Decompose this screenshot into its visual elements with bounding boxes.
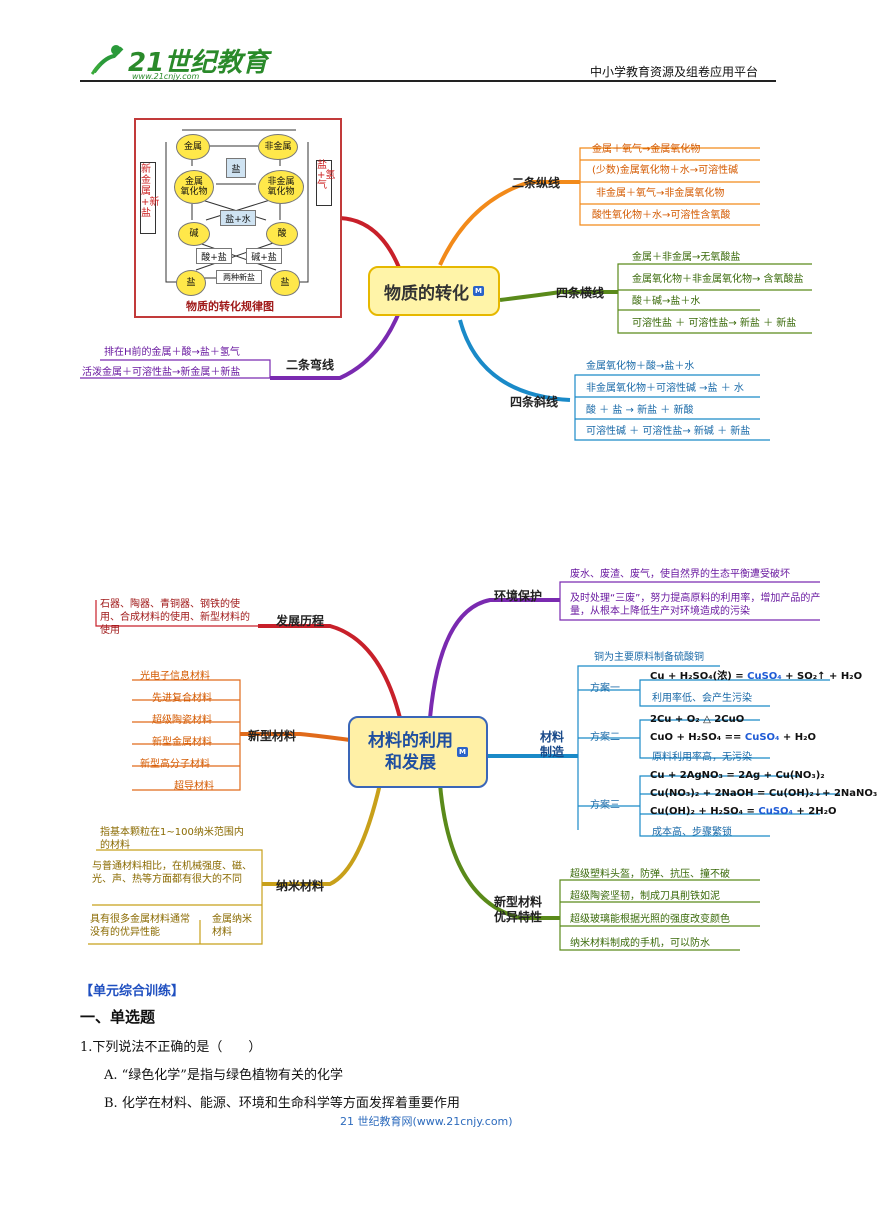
new-material-item: 先进复合材料 [152,693,212,704]
nano-item: 指基本颗粒在1~100纳米范围内的材料 [100,827,244,851]
transform-diagram: 金属 非金属 盐 金属 氧化物 非金属 氧化物 盐+水 碱 酸 酸+盐 碱+盐 … [134,118,342,318]
side-left-box [140,162,156,234]
footer: 21 世纪教育网(www.21cnjy.com) [340,1115,513,1128]
nano-sub-label: 金属纳米材料 [212,914,252,938]
mm2-branches [88,581,840,951]
branch-new-materials: 新型材料 [248,729,297,743]
horizontal-item: 酸＋碱→盐＋水 [632,296,701,307]
diagonal-item: 金属氧化物＋酸→盐＋水 [586,361,695,372]
node-acid-salt: 酸+盐 [196,248,232,264]
section-title: 一、单选题 [80,1008,156,1026]
branch-env: 环境保护 [494,589,543,603]
question-1: 1.下列说法不正确的是（ ） [80,1040,262,1055]
side-right-text: 盐+氢气 [317,160,336,191]
diagonal-item: 可溶性碱 ＋ 可溶性盐→ 新碱 ＋ 新盐 [586,426,751,437]
plan-line: Cu + 2AgNO₃ = 2Ag + Cu(NO₃)₂ [650,770,825,781]
branch-vertical: 二条纵线 [512,176,561,190]
map-tag-icon: M [457,747,468,757]
branch-nano: 纳米材料 [276,879,325,893]
nano-sub-text: 具有很多金属材料通常没有的优异性能 [90,914,190,938]
node-two-salts: 两种新盐 [216,270,262,284]
plan-label: 方案一 [590,683,620,694]
side-left-text: 新金属+新盐 [141,164,160,219]
node-metal-oxide: 金属 氧化物 [174,170,214,204]
vertical-item: (少数)金属氧化物＋水→可溶性碱 [592,165,739,176]
new-material-item: 光电子信息材料 [140,671,210,682]
plan-line: 2Cu + O₂ △ 2CuO [650,714,745,725]
nano-item: 与普通材料相比，在机械强度、磁、光、声、热等方面都有很大的不同 [92,861,252,885]
horizontal-item: 金属＋非金属→无氧酸盐 [632,252,741,263]
new-material-item: 超导材料 [174,781,214,792]
new-material-item: 超级陶瓷材料 [152,715,212,726]
horizontal-item: 可溶性盐 ＋ 可溶性盐→ 新盐 ＋ 新盐 [632,318,797,329]
curve-item: 排在H前的金属＋酸→盐＋氢气 [104,347,240,358]
vertical-item: 金属＋氧气→金属氧化物 [592,144,701,155]
diagram-caption: 物质的转化规律图 [186,300,274,313]
node-metal: 金属 [176,134,210,160]
node-salt-top: 盐 [226,158,246,178]
new-material-item: 新型高分子材料 [140,759,210,770]
new-material-item: 新型金属材料 [152,737,212,748]
node-base: 碱 [178,222,210,246]
diagonal-item: 非金属氧化物＋可溶性碱 →盐 ＋ 水 [586,383,744,394]
node-salt-water: 盐+水 [220,210,256,226]
plan-line: 利用率低、会产生污染 [652,693,752,704]
platform-name: 中小学教育资源及组卷应用平台 [590,65,759,79]
horizontal-item: 金属氧化物＋非金属氧化物→ 含氧酸盐 [632,274,804,285]
option-b[interactable]: B. 化学在材料、能源、环境和生命科学等方面发挥着重要作用 [104,1096,460,1111]
branch-making: 材料 制造 [540,730,565,759]
mm1-branches [80,147,812,441]
diagonal-item: 酸 ＋ 盐 → 新盐 ＋ 新酸 [586,405,694,416]
node-nonmetal-oxide: 非金属 氧化物 [258,170,304,204]
node-acid: 酸 [266,222,298,246]
option-a[interactable]: A. “绿色化学”是指与绿色植物有关的化学 [104,1068,343,1083]
node-nonmetal: 非金属 [258,134,298,160]
vertical-item: 酸性氧化物＋水→可溶性含氧酸 [592,210,731,221]
header: 21世纪教育 www.21cnjy.com 中小学教育资源及组卷应用平台 [0,0,860,90]
node-salt-right: 盐 [270,270,300,296]
header-rule [80,80,776,82]
plan-line: Cu(OH)₂ + H₂SO₄ = CuSO₄ + 2H₂O [650,806,837,817]
logo-icon [88,44,128,82]
logo-text: 21世纪教育 [128,48,269,78]
env-item: 废水、废渣、废气，使自然界的生态平衡遭受破坏 [570,569,790,580]
node-salt-left: 盐 [176,270,206,296]
history-text: 石器、陶器、青铜器、钢铁的使用、合成材料的使用、新型材料的使用 [100,599,250,636]
branch-diagonal: 四条斜线 [510,395,559,409]
logo-url: www.21cnjy.com [132,72,200,81]
prop-item: 超级塑料头盔，防弹、抗压、撞不破 [570,869,730,880]
plan-line: 成本高、步骤繁锁 [652,827,732,838]
plan-line: CuO + H₂SO₄ == CuSO₄ + H₂O [650,732,816,743]
branch-props: 新型材料 优异特性 [494,895,543,924]
plan-label: 方案二 [590,732,620,743]
map-tag-icon: M [473,286,484,296]
branch-curve: 二条弯线 [286,358,335,372]
node-base-salt: 碱+盐 [246,248,282,264]
plan-line: Cu + H₂SO₄(浓) = CuSO₄ + SO₂↑ + H₂O [650,671,863,682]
prop-item: 超级玻璃能根据光照的强度改变颜色 [570,914,730,925]
making-top: 铜为主要原料制备硫酸铜 [594,652,704,663]
plan-label: 方案三 [590,800,620,811]
prop-item: 超级陶瓷坚韧，制成刀具削铁如泥 [570,891,720,902]
branch-horizontal: 四条横线 [556,286,605,300]
unit-title: 【单元综合训练】 [80,984,185,999]
curve-item: 活泼金属＋可溶性盐→新金属＋新盐 [82,367,241,378]
branch-history: 发展历程 [276,614,325,628]
side-right-box [316,160,332,206]
prop-item: 纳米材料制成的手机，可以防水 [570,938,710,949]
env-item: 及时处理“三废”，努力提高原料的利用率，增加产品的产量，从根本上降低生产对环境造… [570,593,821,617]
plan-line: Cu(NO₃)₂ + 2NaOH = Cu(OH)₂↓+ 2NaNO₃ [650,788,877,799]
vertical-item: 非金属＋氧气→非金属氧化物 [596,188,725,199]
plan-line: 原料利用率高，无污染 [652,752,752,763]
